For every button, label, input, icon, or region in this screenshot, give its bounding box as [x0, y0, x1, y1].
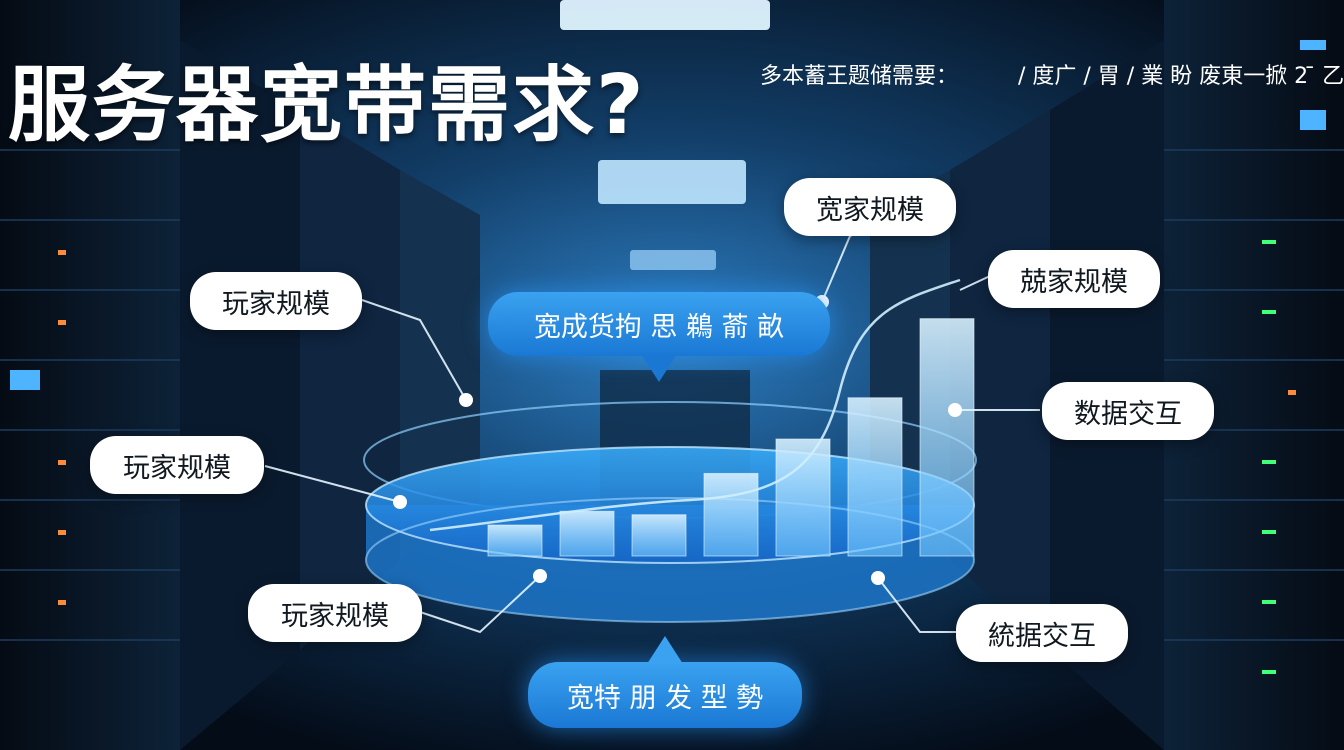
- subtitle-left: 多本蓄王题储需要：: [760, 64, 959, 89]
- callout-top-center: 宽家规模: [784, 178, 956, 236]
- page-title: 服务器宽带需求?: [8, 58, 646, 153]
- callout-top-right: 兢家规模: [988, 250, 1160, 308]
- bottom-bubble-label: 宽特 朋 发 型 勢: [566, 682, 764, 714]
- subtitle-right: / 度广 / 胃 / 業 盼 废東一掀 2 ̄ 乙: [1018, 64, 1344, 89]
- top-bubble-label: 宽成货拘 思 鵜 萮 畝: [533, 311, 785, 343]
- top-speech-bubble: 宽成货拘 思 鵜 萮 畝: [488, 292, 830, 382]
- bubble-tail: [647, 636, 683, 664]
- callout-left-middle: 玩家规模: [90, 436, 264, 494]
- callout-left-upper: 玩家规模: [190, 272, 362, 330]
- callout-right-lower: 統据交互: [956, 604, 1128, 662]
- bottom-speech-bubble: 宽特 朋 发 型 勢: [528, 636, 802, 728]
- callout-right-middle: 数据交互: [1042, 382, 1214, 440]
- bubble-tail: [641, 354, 677, 382]
- callout-left-lower: 玩家规模: [248, 584, 422, 642]
